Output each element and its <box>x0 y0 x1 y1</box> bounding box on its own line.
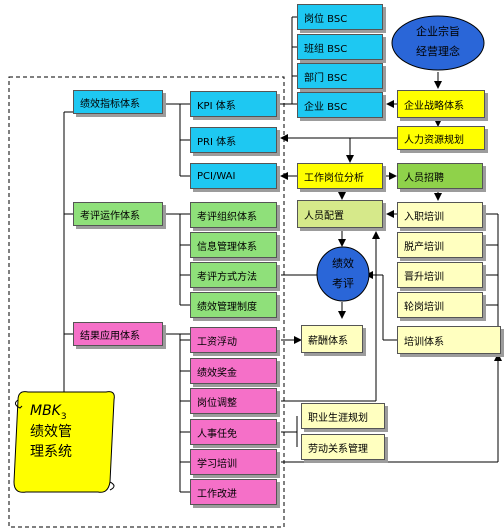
team-bsc-node: 班组 BSC <box>297 34 383 60</box>
mbk-title-text: MBK <box>30 403 61 419</box>
offjob-node: 脱产培训 <box>397 232 483 258</box>
strategy-label: 企业战略体系 <box>404 100 464 112</box>
promotion-label: 晋升培训 <box>404 271 444 283</box>
appraisal-run-label: 考评运作体系 <box>80 210 140 222</box>
pri-label: PRI 体系 <box>197 136 237 148</box>
staffing-node: 人员配置 <box>297 200 383 228</box>
perf-mgmt-label: 绩效管理制度 <box>197 301 257 313</box>
enterprise-bsc-label: 企业 BSC <box>304 101 348 113</box>
career-node: 职业生涯规划 <box>301 403 385 429</box>
info-mgmt-label: 信息管理体系 <box>197 241 257 253</box>
appraisal-method-node: 考评方式方法 <box>190 262 277 288</box>
labor-node: 劳动关系管理 <box>301 434 385 460</box>
bonus-node: 绩效奖金 <box>190 358 277 384</box>
study-label: 学习培训 <box>197 458 237 470</box>
recruit-label: 人员招聘 <box>404 172 444 184</box>
mbk-title: MBK3 <box>30 402 67 426</box>
improve-label: 工作改进 <box>197 488 237 500</box>
post-bsc-label: 岗位 BSC <box>304 13 348 25</box>
rotation-node: 轮岗培训 <box>397 292 483 318</box>
mbk-line2: 绩效管 <box>30 424 72 440</box>
labor-label: 劳动关系管理 <box>308 443 368 455</box>
job-analysis-label: 工作岗位分析 <box>304 172 364 184</box>
pay-sys-label: 薪酬体系 <box>308 335 348 347</box>
mission-label: 企业宗旨 经营理念 <box>416 25 460 58</box>
training-sys-node: 培训体系 <box>397 326 501 354</box>
mbk-scroll-banner <box>13 391 115 493</box>
post-bsc-node: 岗位 BSC <box>297 4 383 30</box>
promotion-node: 晋升培训 <box>397 262 483 288</box>
enterprise-bsc-node: 企业 BSC <box>297 92 383 118</box>
training-sys-label: 培训体系 <box>404 336 444 348</box>
job-analysis-node: 工作岗位分析 <box>297 163 383 189</box>
team-bsc-label: 班组 BSC <box>304 43 348 55</box>
mbk-title-subscript: 3 <box>60 411 67 422</box>
mbk-line3: 理系统 <box>30 444 72 460</box>
hr-plan-label: 人力资源规划 <box>404 134 464 146</box>
appraisal-org-node: 考评组织体系 <box>190 202 277 228</box>
dept-bsc-label: 部门 BSC <box>304 72 348 84</box>
strategy-node: 企业战略体系 <box>397 90 485 118</box>
info-mgmt-node: 信息管理体系 <box>190 232 277 258</box>
recruit-node: 人员招聘 <box>397 163 483 189</box>
appoint-node: 人事任免 <box>190 419 277 445</box>
pci-node: PCI/WAI <box>190 163 277 189</box>
appoint-label: 人事任免 <box>197 428 237 440</box>
improve-node: 工作改进 <box>190 479 277 505</box>
appraisal-org-label: 考评组织体系 <box>197 211 257 223</box>
post-adj-node: 岗位调整 <box>190 388 277 414</box>
post-adj-label: 岗位调整 <box>197 397 237 409</box>
offjob-label: 脱产培训 <box>404 241 444 253</box>
staffing-label: 人员配置 <box>304 210 344 222</box>
career-label: 职业生涯规划 <box>308 412 368 424</box>
bonus-label: 绩效奖金 <box>197 367 237 379</box>
mission-circle <box>391 15 485 71</box>
perf-eval-label: 绩效 考评 <box>332 257 354 290</box>
induction-node: 入职培训 <box>397 202 483 228</box>
salary-adj-label: 工资浮动 <box>197 336 237 348</box>
result-app-node: 结果应用体系 <box>73 322 163 346</box>
perf-index-node: 绩效指标体系 <box>73 90 163 114</box>
pay-sys-node: 薪酬体系 <box>301 325 363 353</box>
pci-label: PCI/WAI <box>197 170 236 182</box>
induction-label: 入职培训 <box>404 211 444 223</box>
hr-plan-node: 人力资源规划 <box>397 126 485 150</box>
perf-eval-circle <box>316 246 370 302</box>
rotation-label: 轮岗培训 <box>404 301 444 313</box>
appraisal-method-label: 考评方式方法 <box>197 271 257 283</box>
study-node: 学习培训 <box>190 449 277 475</box>
dept-bsc-node: 部门 BSC <box>297 63 383 89</box>
appraisal-run-node: 考评运作体系 <box>73 202 163 226</box>
pri-node: PRI 体系 <box>190 127 277 153</box>
salary-adj-node: 工资浮动 <box>190 327 277 353</box>
kpi-node: KPI 体系 <box>190 91 277 117</box>
result-app-label: 结果应用体系 <box>80 330 140 342</box>
perf-mgmt-node: 绩效管理制度 <box>190 292 277 318</box>
kpi-label: KPI 体系 <box>197 100 236 112</box>
perf-index-label: 绩效指标体系 <box>80 98 140 110</box>
